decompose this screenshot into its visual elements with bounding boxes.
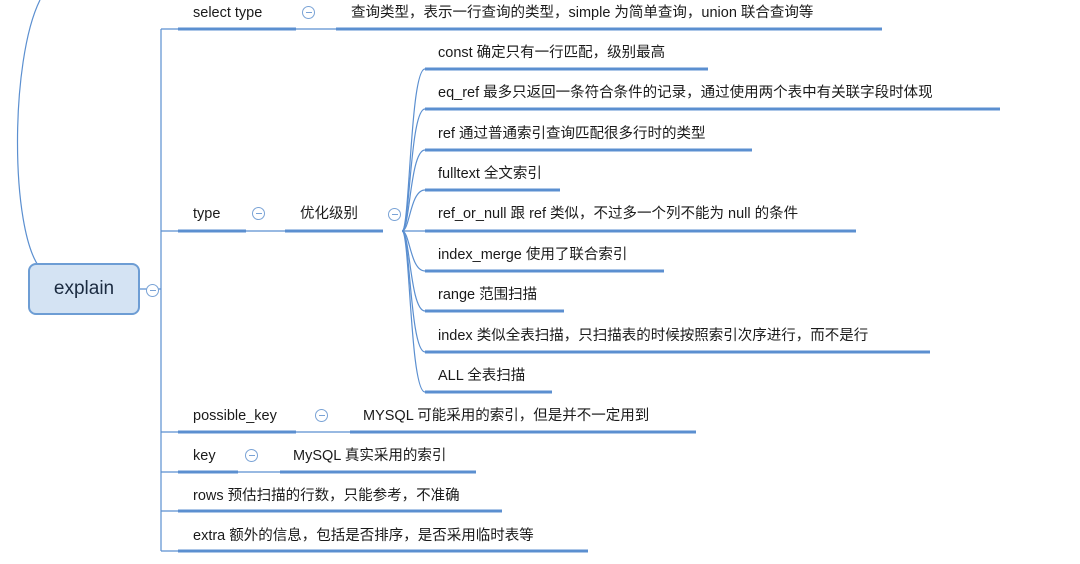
type-item: ALL 全表扫描 [438,368,526,384]
possible-key-detail: MYSQL 可能采用的索引，但是并不一定用到 [363,408,650,424]
root-node[interactable]: explain [28,263,140,315]
type-item: range 范围扫描 [438,287,538,303]
collapse-toggle-icon[interactable] [315,409,328,422]
possible-key-label: possible_key [193,408,277,424]
collapse-toggle-icon[interactable] [245,449,258,462]
rows-label: rows 预估扫描的行数，只能参考，不准确 [193,488,460,504]
key-label: key [193,448,216,464]
collapse-toggle-icon[interactable] [302,6,315,19]
collapse-toggle-icon[interactable] [146,284,159,297]
type-group-label: 优化级别 [300,206,358,222]
type-item: ref 通过普通索引查询匹配很多行时的类型 [438,126,706,142]
extra-label: extra 额外的信息，包括是否排序，是否采用临时表等 [193,528,534,544]
type-item: const 确定只有一行匹配，级别最高 [438,45,666,61]
type-item: index 类似全表扫描，只扫描表的时候按照索引次序进行，而不是行 [438,328,869,344]
root-connector-top [16,0,41,269]
key-detail: MySQL 真实采用的索引 [293,448,447,464]
type-item: eq_ref 最多只返回一条符合条件的记录，通过使用两个表中有关联字段时体现 [438,85,933,101]
type-item: fulltext 全文索引 [438,166,542,182]
type-item: ref_or_null 跟 ref 类似，不过多一个列不能为 null 的条件 [438,206,799,222]
type-item: index_merge 使用了联合索引 [438,247,628,263]
type-label: type [193,206,221,222]
select-type-label: select type [193,5,263,21]
collapse-toggle-icon[interactable] [388,208,401,221]
collapse-toggle-icon[interactable] [252,207,265,220]
select-type-detail: 查询类型，表示一行查询的类型，simple 为简单查询，union 联合查询等 [351,5,814,21]
root-label: explain [53,278,115,299]
